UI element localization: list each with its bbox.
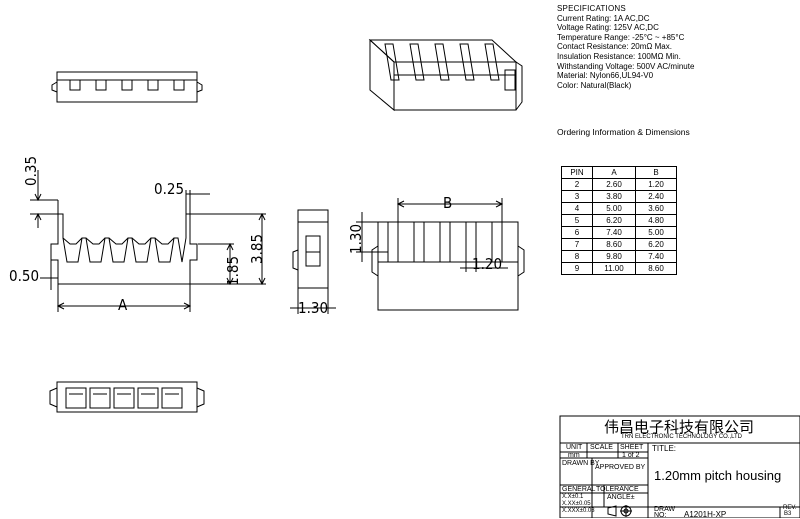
cell-b: 5.00 [635, 226, 677, 239]
rear-view [356, 198, 525, 311]
table-header-row: PIN A B [561, 166, 677, 179]
cell-pin: 3 [561, 190, 593, 203]
spec-line: Color: Natural(Black) [557, 80, 632, 90]
tolerance-line-1: X.X±0.1 [562, 494, 584, 500]
front-view [30, 170, 266, 312]
dimension-label-b: B [443, 194, 453, 212]
ordering-heading: Ordering Information & Dimensions [557, 127, 690, 137]
spec-line: Insulation Resistance: 100MΩ Min. [557, 51, 681, 61]
cell-pin: 5 [561, 214, 593, 227]
scale-label: SCALE [590, 444, 613, 451]
cell-a: 5.00 [592, 202, 636, 215]
header-pin: PIN [561, 166, 593, 179]
cell-a: 3.80 [592, 190, 636, 203]
dimension-label-130-side: 1.30 [347, 223, 365, 254]
cell-b: 1.20 [635, 178, 677, 191]
cell-a: 6.20 [592, 214, 636, 227]
cell-a: 2.60 [592, 178, 636, 191]
company-name-cn: 伟昌电子科技有限公司 [604, 418, 755, 436]
spec-line: Current Rating: 1A AC,DC [557, 13, 650, 23]
cell-pin: 4 [561, 202, 593, 215]
isometric-view [368, 38, 523, 112]
unit-label: UNIT [566, 444, 583, 451]
cell-b: 4.80 [635, 214, 677, 227]
general-label: GENERAL [562, 486, 596, 493]
tolerance-label: TOLERANCE [596, 486, 639, 493]
cell-b: 8.60 [635, 262, 677, 275]
header-b: B [635, 166, 677, 179]
cell-pin: 2 [561, 178, 593, 191]
cell-pin: 6 [561, 226, 593, 239]
dimension-label-050: 0.50 [9, 267, 40, 285]
rev-value: B3 [784, 511, 792, 517]
drawing-title: 1.20mm pitch housing [654, 468, 782, 483]
cell-a: 7.40 [592, 226, 636, 239]
dimension-label-035: 0.35 [22, 155, 40, 186]
drawn-by-label: DRAWN BY [562, 460, 600, 467]
cell-b: 2.40 [635, 190, 677, 203]
no-label: NO: [654, 512, 667, 519]
bottom-view [49, 381, 205, 413]
spec-line: Material: Nylon66,UL94-V0 [557, 71, 654, 81]
sheet-value: 1 of 2 [622, 452, 640, 459]
unit-value: mm [568, 452, 580, 459]
draw-label: DRAW [654, 506, 676, 513]
specifications-heading: SPECIFICATIONS [557, 4, 626, 13]
spec-line: Voltage Rating: 125V AC,DC [557, 23, 659, 33]
sheet-label: SHEET [620, 444, 644, 451]
tolerance-line-3: X.XXX±0.03 [562, 508, 595, 514]
spec-line: Temperature Range: -25°C ~ +85°C [557, 32, 685, 42]
cell-a: 11.00 [592, 262, 636, 275]
cell-b: 6.20 [635, 238, 677, 251]
approved-by-label: APPROVED BY [595, 464, 646, 471]
cell-a: 8.60 [592, 238, 636, 251]
company-name-en: TRN ELECTRONIC TECHNOLOGY CO.,LTD [621, 434, 743, 440]
drawing-number: A1201H-XP [684, 510, 727, 519]
title-label: TITLE: [652, 444, 677, 453]
dimension-label-130-bottom: 1.30 [298, 299, 329, 317]
cell-b: 3.60 [635, 202, 677, 215]
dimension-label-120: 1.20 [472, 255, 503, 273]
title-block-frame [559, 415, 800, 518]
angle-label: ANGLE± [607, 494, 635, 501]
cell-a: 9.80 [592, 250, 636, 263]
projection-symbol-icon [607, 505, 632, 517]
cell-pin: 7 [561, 238, 593, 251]
cell-pin: 9 [561, 262, 593, 275]
cell-b: 7.40 [635, 250, 677, 263]
tolerance-line-2: X.XX±0.05 [562, 501, 591, 507]
header-a: A [592, 166, 636, 179]
spec-line: Withstanding Voltage: 500V AC/minute [557, 61, 695, 71]
spec-line: Contact Resistance: 20mΩ Max. [557, 42, 672, 52]
rev-label: REV. [783, 505, 797, 511]
dimension-label-a: A [118, 296, 128, 314]
cell-pin: 8 [561, 250, 593, 263]
dimension-label-385: 3.85 [248, 233, 266, 264]
side-view [290, 209, 336, 314]
specifications-block: SPECIFICATIONS Current Rating: 1A AC,DC … [557, 4, 694, 90]
top-view [51, 71, 203, 103]
dimension-label-025: 0.25 [154, 180, 185, 198]
dimension-label-185: 1.85 [224, 255, 242, 286]
